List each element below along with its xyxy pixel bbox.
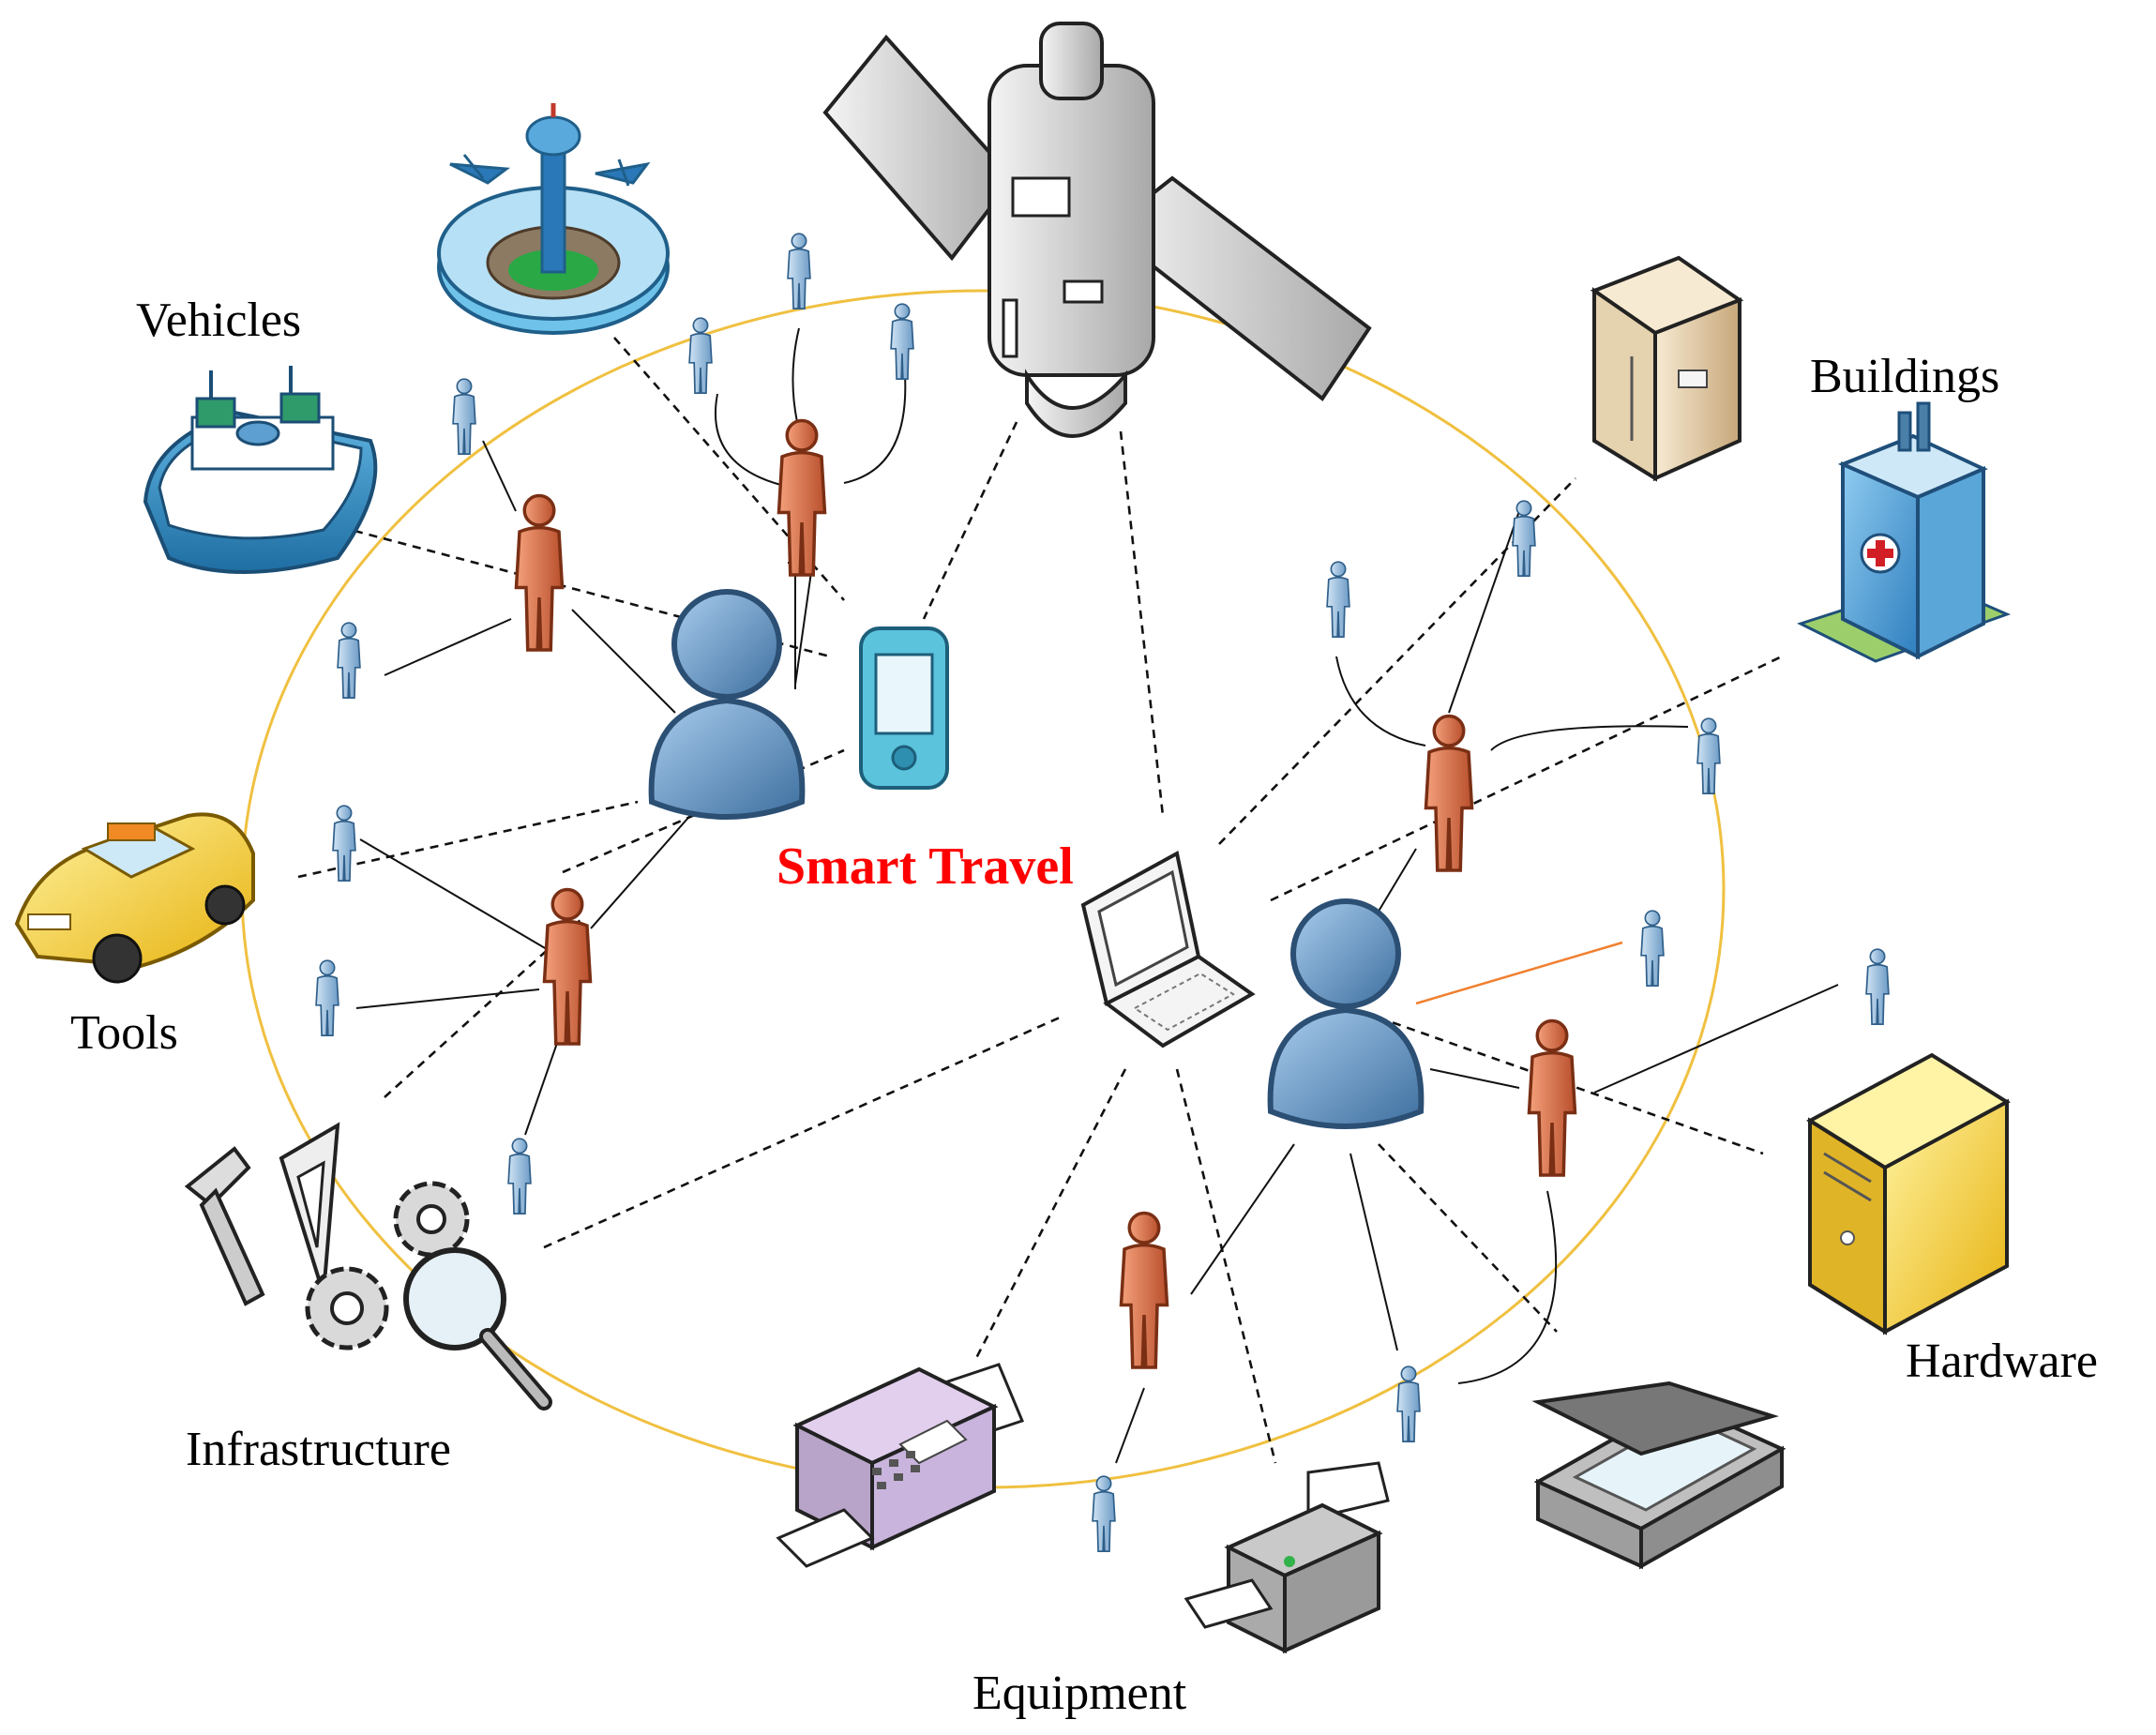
- label-hardware: Hardware: [1906, 1335, 2098, 1388]
- person-icon: [787, 233, 811, 310]
- cabinet-server-icon: [1590, 255, 1744, 482]
- tools-gears-icon: [184, 1122, 552, 1411]
- tower-server-icon: [1806, 1052, 2011, 1335]
- person-icon: [1865, 948, 1890, 1026]
- user-icon: [1271, 901, 1422, 1126]
- taxi-car-icon: [14, 812, 255, 984]
- fax-machine-icon: [776, 1363, 1025, 1568]
- user-icon: [652, 592, 803, 817]
- hub-link-orange: [1415, 941, 1623, 1005]
- printer-icon: [1184, 1461, 1390, 1654]
- person-icon: [1512, 500, 1536, 578]
- label-tools: Tools: [70, 1006, 178, 1060]
- label-vehicles: Vehicles: [136, 294, 301, 347]
- label-equipment: Equipment: [972, 1667, 1187, 1720]
- person-icon: [337, 622, 361, 700]
- laptop-icon: [1080, 850, 1256, 1049]
- person-icon: [1119, 1211, 1169, 1369]
- label-infrastructure: Infrastructure: [186, 1423, 451, 1476]
- person-icon: [1396, 1365, 1421, 1443]
- person-icon: [514, 493, 565, 652]
- airport-tower-icon: [437, 103, 670, 335]
- person-icon: [1326, 561, 1350, 639]
- label-buildings: Buildings: [1810, 350, 1999, 403]
- center-label: Smart Travel: [776, 837, 1074, 896]
- person-icon: [507, 1138, 532, 1215]
- pda-device-icon: [859, 626, 949, 790]
- person-icon: [776, 418, 827, 577]
- person-icon: [1527, 1018, 1577, 1177]
- dashed-links: [297, 337, 1783, 1464]
- person-icon: [1092, 1475, 1116, 1553]
- person-icon: [688, 317, 713, 395]
- scanner-icon: [1531, 1380, 1787, 1570]
- person-icon: [890, 303, 914, 381]
- ferry-ship-icon: [143, 366, 378, 574]
- person-icon: [1696, 717, 1721, 795]
- person-icon: [332, 805, 356, 883]
- person-icon: [542, 887, 593, 1046]
- person-icon: [315, 959, 339, 1037]
- person-icon: [452, 378, 476, 456]
- person-icon: [1640, 910, 1665, 988]
- person-icon: [1424, 714, 1474, 872]
- satellite-icon: [822, 22, 1372, 438]
- hospital-building-icon: [1797, 401, 2012, 663]
